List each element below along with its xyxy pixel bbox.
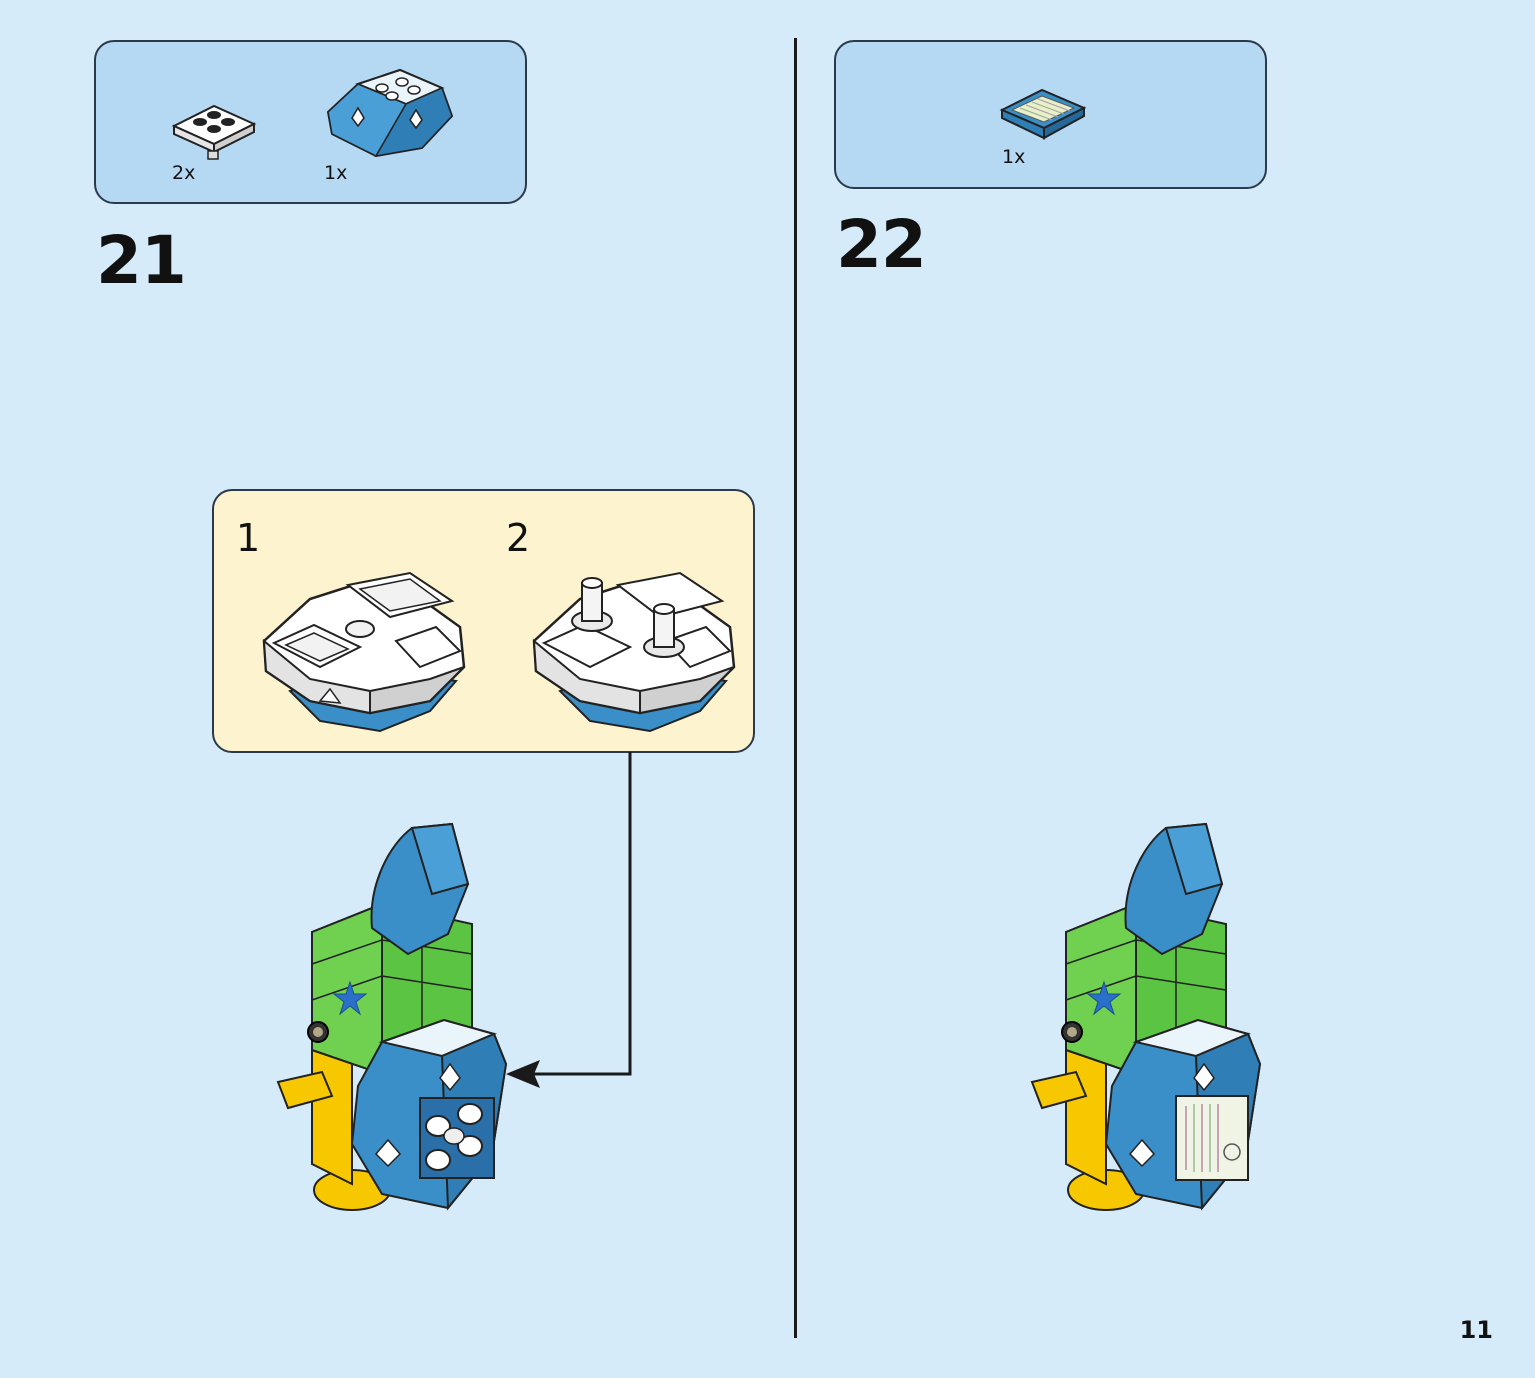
step-number: 22 [836,206,927,283]
substep-callout: 1 2 [212,489,755,753]
placement-arrow [506,752,632,1088]
model-step-21-icon [276,822,508,1211]
page-number: 11 [1459,1316,1493,1344]
blue-faceted-dome-icon [326,68,454,158]
dome-underside-icon [262,571,466,733]
substep-number: 2 [506,516,531,560]
part-qty: 1x [1002,146,1026,168]
plate-2x2-with-pin-icon [171,104,257,160]
printed-tile-icon [999,88,1087,140]
substep-number: 1 [236,516,261,560]
model-step-22-icon [1030,822,1262,1211]
dome-with-pins-icon [532,571,736,733]
step-number: 21 [96,222,187,299]
part-qty: 2x [172,162,196,184]
part-qty: 1x [324,162,348,184]
parts-box-step-21: 2x 1x [94,40,527,204]
parts-box-step-22: 1x [834,40,1267,189]
page-divider [794,38,797,1338]
